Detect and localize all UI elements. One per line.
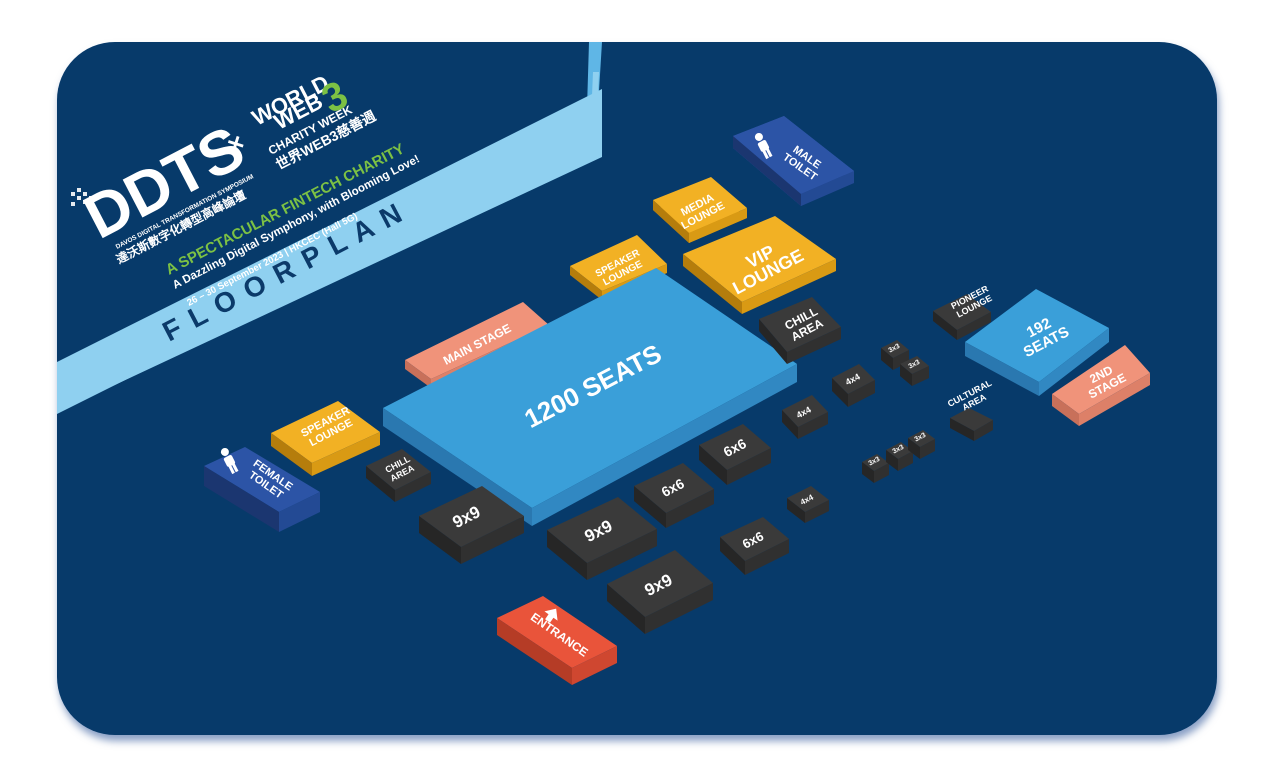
entrance[interactable]: ENTRANCE bbox=[497, 596, 617, 685]
pioneer-lounge[interactable] bbox=[933, 294, 991, 340]
floor-plan-banner bbox=[57, 89, 602, 412]
booth-3x3-c[interactable]: 3x3 bbox=[862, 454, 889, 483]
booth-9x9-a[interactable]: 9x9 bbox=[419, 486, 524, 564]
speaker-lounge-left[interactable]: SPEAKERLOUNGE bbox=[271, 401, 380, 476]
media-lounge[interactable]: MEDIALOUNGE bbox=[653, 177, 747, 243]
booth-6x6-b[interactable]: 6x6 bbox=[699, 424, 771, 485]
booth-3x3-c-label: 3x3 bbox=[868, 456, 882, 468]
svg-text:192SEATS: 192SEATS bbox=[1013, 309, 1072, 361]
booth-9x9-b[interactable]: 9x9 bbox=[547, 497, 657, 580]
female-toilet[interactable]: FEMALETOILET bbox=[204, 446, 320, 532]
booth-9x9-c[interactable]: 9x9 bbox=[607, 550, 713, 634]
booth-3x3-b[interactable]: 3x3 bbox=[900, 356, 929, 386]
vip-lounge[interactable]: VIPLOUNGE bbox=[683, 216, 836, 314]
booth-3x3-e-label: 3x3 bbox=[914, 432, 928, 444]
male-toilet[interactable]: MALETOILET bbox=[733, 116, 854, 206]
second-stage[interactable]: 2NDSTAGE bbox=[1052, 345, 1150, 426]
floor-plan-map: F L O O R P L A N DDTS DAVOS DIGITAL TRA… bbox=[57, 42, 1150, 685]
booth-4x4-a[interactable]: 4x4 bbox=[782, 395, 828, 439]
booth-4x4-c[interactable]: 4x4 bbox=[787, 486, 829, 523]
booth-3x3-a[interactable]: 3x3 bbox=[881, 340, 909, 370]
booth-6x6-c[interactable]: 6x6 bbox=[720, 517, 789, 575]
booth-3x3-b-label: 3x3 bbox=[908, 359, 922, 371]
booth-6x6-a[interactable]: 6x6 bbox=[634, 463, 714, 528]
booth-3x3-a-label: 3x3 bbox=[888, 343, 902, 355]
chill-area-left[interactable]: CHILLAREA bbox=[366, 449, 431, 502]
seats-192[interactable]: 192SEATS bbox=[965, 289, 1109, 396]
chill-area-right[interactable]: CHILLAREA bbox=[759, 297, 841, 364]
booth-3x3-d[interactable]: 3x3 bbox=[886, 442, 913, 471]
floor-plan-card: F L O O R P L A N DDTS DAVOS DIGITAL TRA… bbox=[57, 42, 1217, 735]
booth-4x4-b[interactable]: 4x4 bbox=[832, 364, 875, 407]
cultural-area[interactable] bbox=[950, 408, 993, 441]
booth-3x3-d-label: 3x3 bbox=[892, 444, 906, 456]
booth-3x3-e[interactable]: 3x3 bbox=[908, 430, 935, 459]
up-arrow-icon bbox=[544, 608, 558, 623]
